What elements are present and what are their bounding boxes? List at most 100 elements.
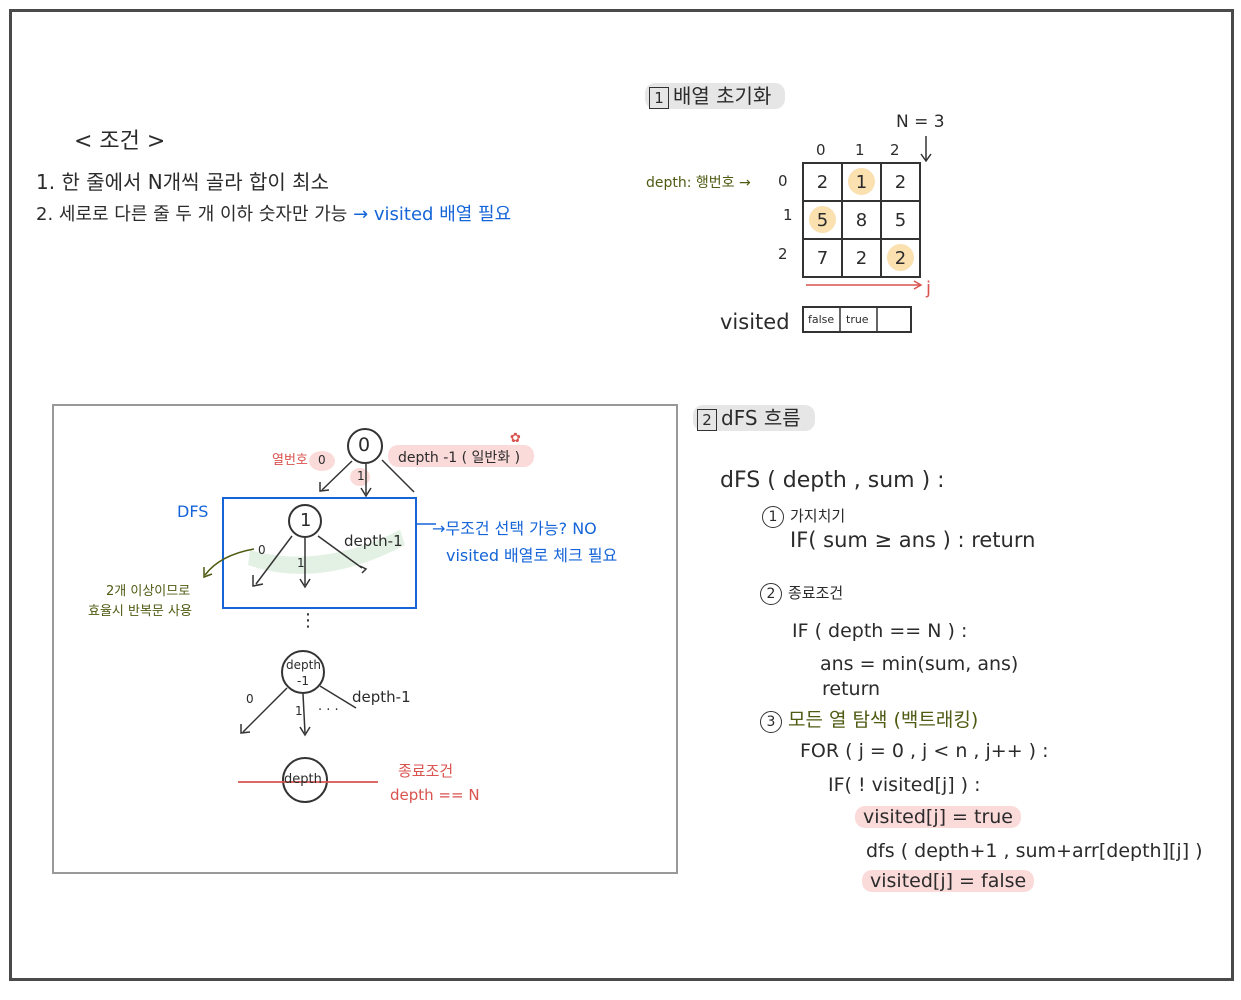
- step3-code-5-text: visited[j] = false: [862, 870, 1035, 892]
- vertical-dots: ⋮: [299, 610, 317, 631]
- step3-code-3-text: visited[j] = true: [855, 806, 1021, 828]
- step2-code-3: return: [822, 678, 881, 700]
- end-condition: depth == N: [390, 786, 480, 804]
- grid-cell-2-0: 7: [802, 238, 843, 278]
- dfs-signature: dFS ( depth , sum ) :: [720, 468, 945, 493]
- leaf-node-label: depth: [284, 772, 322, 787]
- grid-cell-1-2: 5: [880, 200, 921, 240]
- row-header-2: 2: [778, 245, 788, 263]
- row-header-0: 0: [778, 172, 788, 190]
- j-axis-label: j: [926, 278, 932, 299]
- root-mid-edge: 1: [357, 469, 365, 483]
- n-label: N = 3: [896, 112, 945, 132]
- step3-code-2: IF( ! visited[j] ) :: [828, 774, 981, 796]
- depth-row-label: depth: 행번호 →: [646, 175, 751, 191]
- end-label: 종료조건: [398, 762, 454, 780]
- dfs-box: [222, 497, 417, 609]
- edge1-highlight: [350, 468, 370, 486]
- node2-label-1: depth: [286, 658, 321, 672]
- grid-row-2: 7 2 2: [802, 238, 921, 278]
- n-arrow-head: [920, 153, 932, 163]
- array-grid: 2 1 2 5 8 5 7 2 2: [802, 162, 921, 278]
- step3-code-4: dfs ( depth+1 , sum+arr[depth][j] ): [866, 840, 1203, 862]
- note-left-2: 효율시 반복문 사용: [88, 604, 192, 619]
- note-right-1: →무조건 선택 가능? NO: [432, 519, 597, 538]
- node2-label-2: -1: [297, 674, 309, 688]
- node1-depth: depth-1: [344, 532, 403, 550]
- col-header-1: 1: [855, 141, 865, 159]
- grid-row-0: 2 1 2: [802, 162, 921, 202]
- j-axis-arrow-head: [913, 280, 923, 290]
- step3-code-5: visited[j] = false: [862, 870, 1035, 892]
- step2-heading: 2 종료조건: [760, 582, 843, 605]
- grid-cell-1-0: 5: [802, 200, 843, 240]
- step2-title: 종료조건: [788, 584, 844, 602]
- node1-left-edge: 0: [258, 543, 266, 557]
- condition-1: 1. 한 줄에서 N개씩 골라 합이 최소: [36, 170, 329, 194]
- root-node-circle: [347, 428, 383, 464]
- section1-number: 1: [649, 87, 669, 109]
- condition-2: 2. 세로로 다른 줄 두 개 이하 숫자만 가능 → visited 배열 필…: [36, 200, 511, 226]
- node2-depth: depth-1: [352, 688, 411, 706]
- visited-cell-0: false: [808, 313, 835, 326]
- condition-2-text: 2. 세로로 다른 줄 두 개 이하 숫자만 가능: [36, 204, 348, 225]
- row-header-1: 1: [783, 206, 793, 224]
- svg-text:✿: ✿: [510, 431, 521, 446]
- col-header-2: 2: [890, 141, 900, 159]
- step3-code-3: visited[j] = true: [855, 806, 1021, 828]
- grid-cell-2-1: 2: [841, 238, 882, 278]
- root-node-label: 0: [358, 434, 371, 456]
- step2-code-1: IF ( depth == N ) :: [792, 620, 968, 642]
- condition-2-note: → visited 배열 필요: [353, 204, 512, 225]
- node1-label: 1: [300, 510, 312, 531]
- grid-cell-0-1: 1: [841, 162, 882, 202]
- note-left-1: 2개 이상이므로: [106, 584, 191, 599]
- node2-mid-edge: 1: [295, 704, 303, 718]
- step1-code: IF( sum ≥ ans ) : return: [790, 528, 1036, 552]
- canvas-frame: [9, 9, 1234, 981]
- node2-circle: [281, 650, 325, 694]
- selected-highlight: [848, 168, 875, 195]
- grid-cell-0-2: 2: [880, 162, 921, 202]
- depth-general-label: depth -1 ( 일반화 ): [398, 450, 521, 466]
- dfs-label: DFS: [177, 502, 209, 521]
- root-left-edge: 0: [318, 453, 326, 467]
- visited-array: false true: [802, 306, 912, 333]
- grid-cell-1-1: 8: [841, 200, 882, 240]
- node2-ellipsis: · · ·: [318, 703, 339, 718]
- step3-number: 3: [760, 711, 782, 733]
- green-highlight: [248, 530, 405, 574]
- node1-mid-edge: 1: [297, 556, 305, 570]
- tree-diagram-box: [52, 404, 678, 874]
- grid-row-1: 5 8 5: [802, 200, 921, 240]
- grid-cell-0-0: 2: [802, 162, 843, 202]
- conditions-title: < 조건 >: [74, 129, 166, 154]
- selected-highlight: [887, 244, 914, 271]
- step2-number: 2: [760, 583, 782, 605]
- step2-code-2: ans = min(sum, ans): [820, 653, 1019, 675]
- col-num-label: 열번호: [272, 453, 308, 468]
- section1-title: 배열 초기화: [673, 84, 772, 108]
- step1-title: 가지치기: [790, 507, 846, 525]
- step3-title: 모든 열 탐색 (백트래킹): [788, 709, 979, 731]
- visited-label: visited: [720, 310, 790, 334]
- col-header-0: 0: [816, 141, 826, 159]
- section2-number: 2: [697, 409, 717, 431]
- step3-code-1: FOR ( j = 0 , j < n , j++ ) :: [800, 740, 1049, 762]
- step1-number: 1: [762, 506, 784, 528]
- depth-general-highlight: [388, 445, 534, 467]
- leaf-node-circle: [282, 757, 328, 803]
- section2-title: dFS 흐름: [721, 406, 801, 430]
- visited-cell-1: true: [846, 313, 869, 326]
- step3-heading: 3 모든 열 탐색 (백트래킹): [760, 705, 978, 733]
- node2-left-edge: 0: [246, 692, 254, 706]
- step1-heading: 1 가지치기: [762, 505, 845, 528]
- node1-circle: [288, 504, 322, 538]
- selected-highlight: [809, 206, 836, 233]
- grid-cell-2-2: 2: [880, 238, 921, 278]
